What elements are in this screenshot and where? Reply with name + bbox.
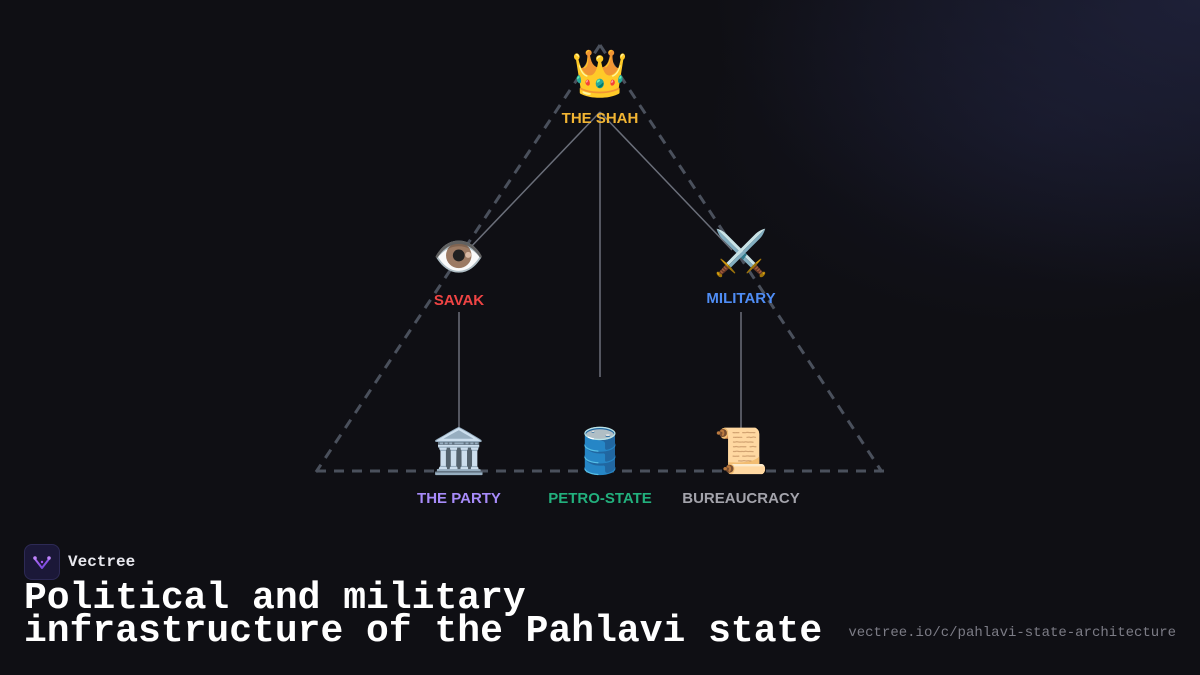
node-party-label: THE PARTY: [417, 490, 501, 507]
scroll-icon: 📜: [713, 426, 769, 477]
brand-name: Vectree: [68, 553, 136, 571]
node-petro-label: PETRO-STATE: [548, 490, 652, 507]
node-bureau: 📜 BUREAUCRACY: [682, 426, 800, 508]
eye-icon: 👁️: [432, 232, 486, 281]
node-savak-label: SAVAK: [433, 292, 485, 309]
classical-building-icon: 🏛️: [431, 426, 487, 477]
connectors: [458, 111, 742, 436]
node-petro: 🛢️ PETRO-STATE: [548, 426, 652, 508]
source-url: vectree.io/c/pahlavi-state-architecture: [848, 625, 1176, 641]
oil-drum-icon: 🛢️: [572, 426, 628, 477]
triangle-right-edge: [598, 44, 884, 473]
connector-shah-military: [599, 111, 733, 251]
vectree-logo-icon: [24, 544, 60, 580]
triangle-left-edge: [314, 44, 602, 473]
node-military: ⚔️ MILITARY: [706, 228, 776, 308]
node-military-label: MILITARY: [706, 290, 776, 307]
outer-triangle: [314, 44, 884, 473]
node-shah: 👑 THE SHAH: [562, 50, 639, 127]
node-party: 🏛️ THE PARTY: [417, 426, 501, 508]
node-shah-label: THE SHAH: [561, 110, 639, 127]
page-title: Political and military infrastructure of…: [24, 577, 823, 653]
node-bureau-label: BUREAUCRACY: [682, 490, 800, 507]
crown-icon: 👑: [571, 46, 629, 100]
connector-shah-savak: [467, 111, 601, 251]
node-savak: 👁️ SAVAK: [432, 232, 486, 310]
crossed-swords-icon: ⚔️: [713, 228, 769, 279]
brand: Vectree: [24, 544, 135, 580]
